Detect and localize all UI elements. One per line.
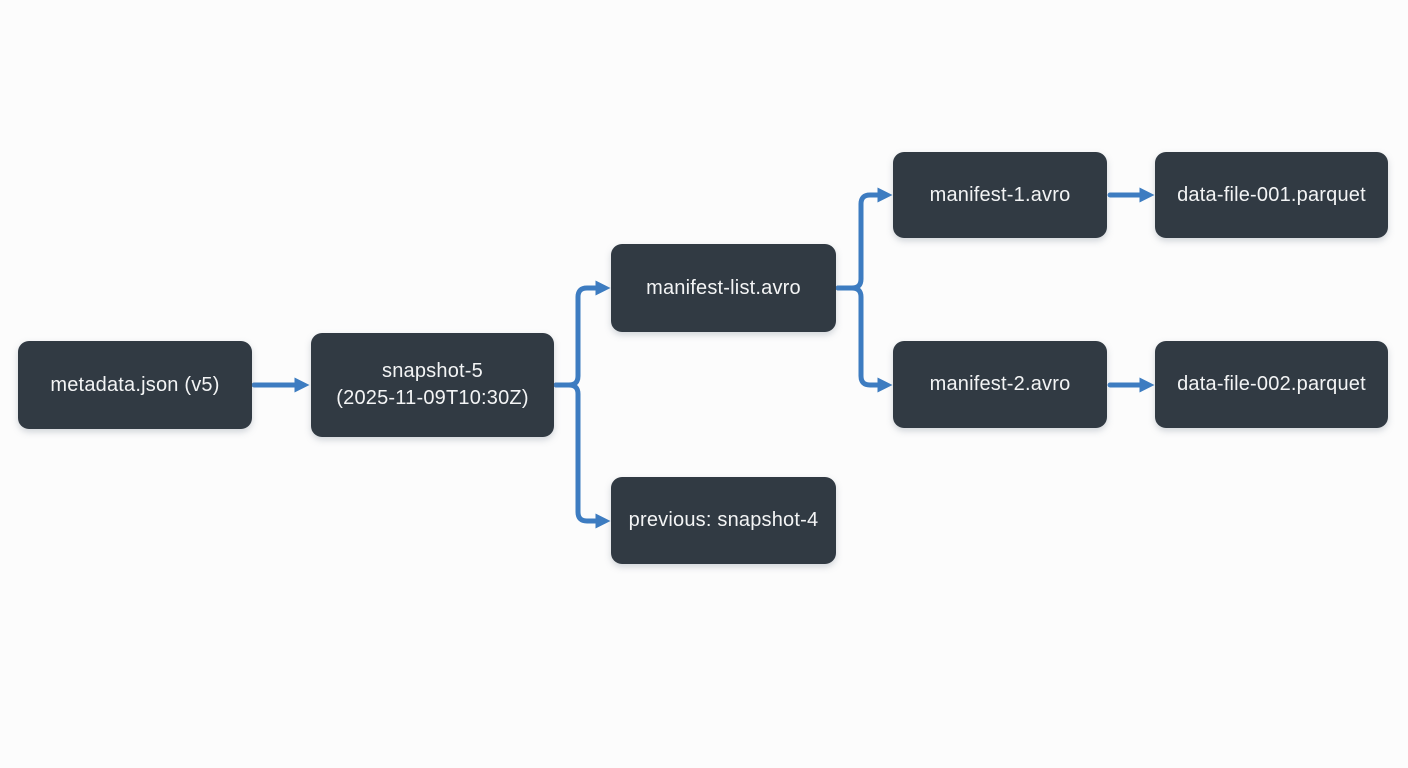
node-manifest-1: manifest-1.avro <box>893 152 1107 238</box>
node-data-file-001-label: data-file-001.parquet <box>1177 183 1366 206</box>
node-snapshot-5-label: snapshot-5 (2025-11-09T10:30Z) <box>336 360 529 409</box>
node-data-file-002: data-file-002.parquet <box>1155 341 1388 428</box>
node-metadata-json: metadata.json (v5) <box>18 341 252 429</box>
edge-manifest-list-to-manifest-1 <box>835 187 893 291</box>
node-metadata-json-label: metadata.json (v5) <box>50 373 220 396</box>
node-manifest-2-label: manifest-2.avro <box>929 373 1071 395</box>
edge-snapshot-to-previous-snapshot <box>553 382 611 529</box>
node-manifest-1-label: manifest-1.avro <box>929 183 1071 206</box>
node-data-file-001: data-file-001.parquet <box>1155 152 1388 238</box>
edge-snapshot-to-manifest-list <box>553 280 611 388</box>
node-previous-snapshot: previous: snapshot-4 <box>611 477 836 564</box>
node-manifest-2: manifest-2.avro <box>893 341 1107 428</box>
edge-manifest-list-to-manifest-2 <box>835 285 893 393</box>
node-previous-snapshot-label: previous: snapshot-4 <box>628 509 819 531</box>
node-manifest-list: manifest-list.avro <box>611 244 836 332</box>
node-manifest-list-label: manifest-list.avro <box>646 276 801 299</box>
node-data-file-002-label: data-file-002.parquet <box>1177 373 1366 395</box>
node-snapshot-5: snapshot-5 (2025-11-09T10:30Z) <box>311 333 554 437</box>
